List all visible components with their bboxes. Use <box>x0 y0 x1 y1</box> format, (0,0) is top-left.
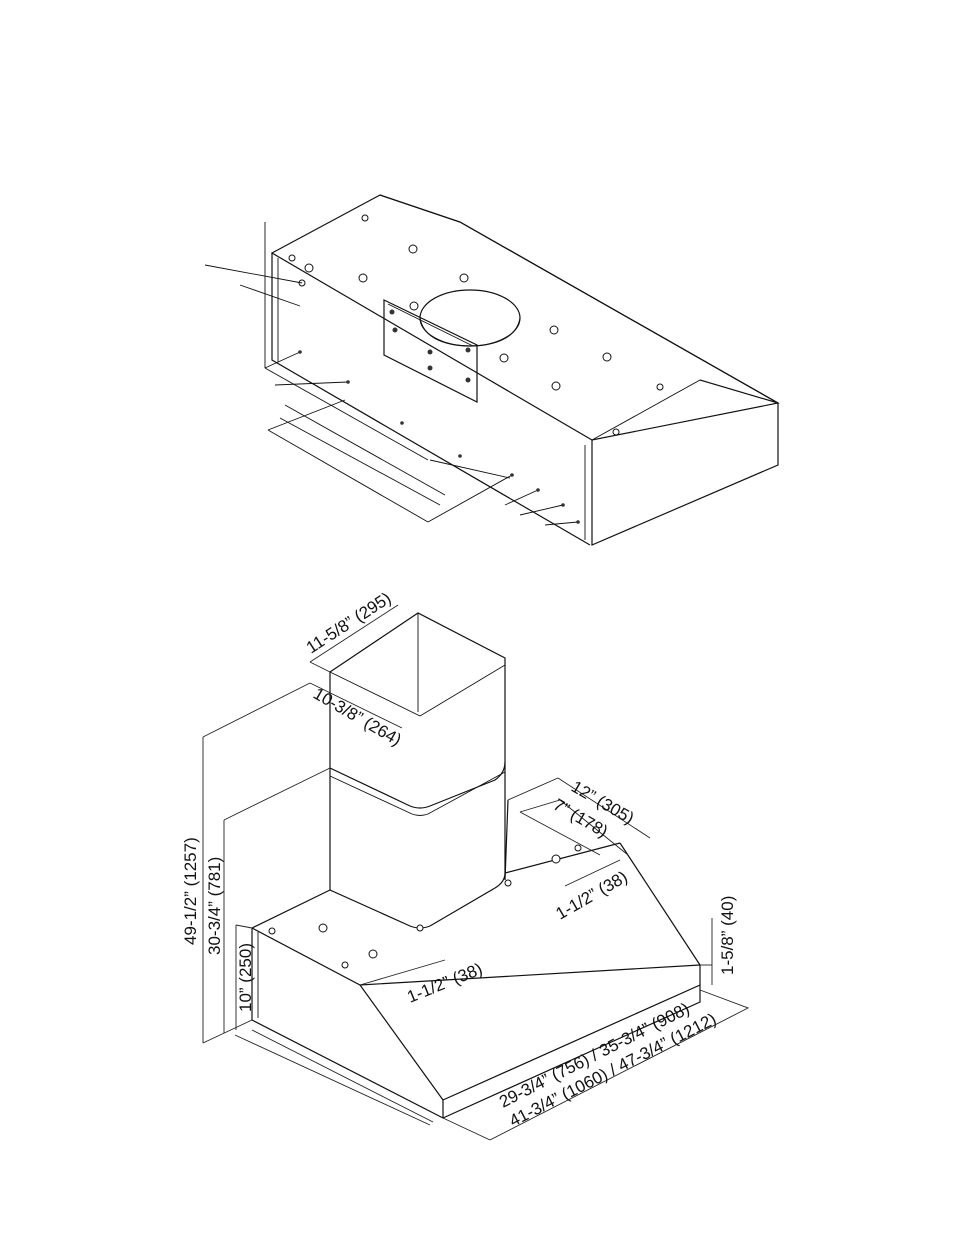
chimney-height-label: 30-3/4” (781) <box>205 857 224 955</box>
chimney-hood-isometric <box>203 605 748 1140</box>
hood-width-total-label: 41-3/4” (1060) / 47-3/4” (1212) <box>506 1009 719 1130</box>
hood-body-isometric <box>205 195 778 545</box>
hood-width-label: 29-3/4” (756) / 35-3/4” (908) <box>496 999 692 1112</box>
lip-height-label: 1-5/8” (40) <box>718 896 737 975</box>
total-height-label: 49-1/2” (1257) <box>181 837 200 945</box>
chimney-depth-label: 10-3/8” (264) <box>310 684 405 750</box>
back-offset-label: 1-1/2” (38) <box>553 867 631 923</box>
front-offset-label: 1-1/2” (38) <box>404 959 485 1006</box>
chimney-width-label: 11-5/8” (295) <box>303 589 395 658</box>
hood-height-label: 10” (250) <box>236 943 255 1012</box>
